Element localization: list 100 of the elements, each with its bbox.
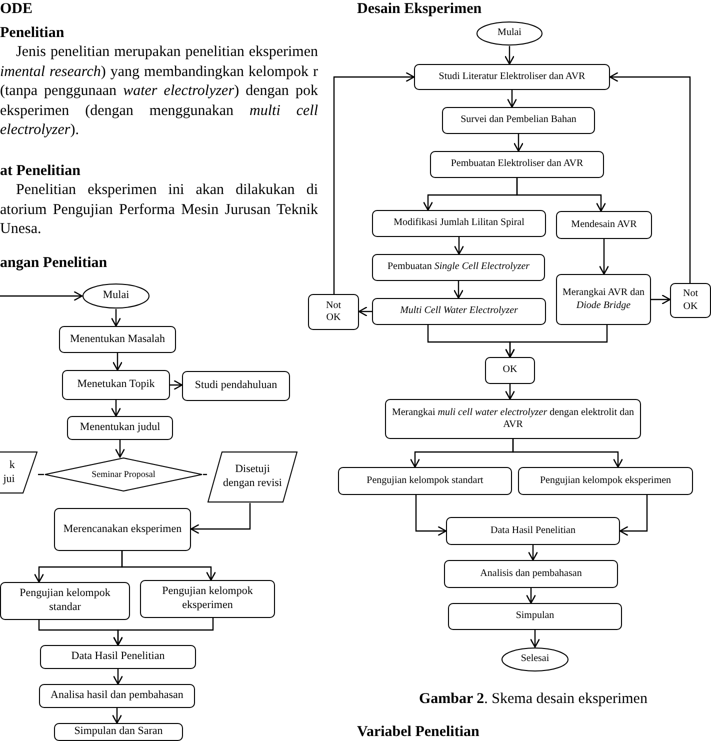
process-box bbox=[67, 416, 173, 440]
process-box bbox=[54, 508, 191, 551]
process-box bbox=[670, 283, 711, 318]
connector-arrow bbox=[651, 294, 671, 305]
node-label: Not OK bbox=[325, 300, 342, 324]
connector-arrow bbox=[530, 630, 540, 648]
node-label: Menentukan Masalah bbox=[69, 332, 166, 346]
connector-arrow bbox=[609, 72, 691, 283]
connector-arrow bbox=[112, 353, 123, 371]
process-box bbox=[448, 603, 622, 630]
connector-arrow bbox=[516, 178, 606, 212]
terminal-ellipse bbox=[82, 283, 150, 309]
node-label: Modifikasi Jumlah Lilitan Spiral bbox=[392, 217, 526, 230]
node-label: Merencanakan eksperimen bbox=[62, 522, 183, 536]
decision-diamond bbox=[44, 457, 203, 492]
connector-arrow bbox=[598, 239, 610, 275]
node-label: Not OK bbox=[682, 288, 699, 313]
connector-arrow bbox=[358, 306, 372, 317]
node-label: Menetukan Topik bbox=[76, 378, 156, 392]
process-box bbox=[556, 211, 652, 239]
node-label: Seminar Proposal bbox=[90, 468, 156, 480]
connector-arrow bbox=[453, 281, 464, 299]
connector-arrow bbox=[512, 439, 624, 468]
section-heading: Penelitian bbox=[0, 24, 66, 43]
node-label: Data Hasil Penelitian bbox=[70, 650, 166, 664]
node-label: Studi Literatur Elektroliser dan AVR bbox=[438, 70, 586, 84]
connector-arrow bbox=[333, 72, 415, 294]
process-box bbox=[372, 210, 546, 237]
node-label: Simpulan bbox=[514, 610, 556, 623]
process-box bbox=[430, 151, 604, 178]
node-label: Multi Cell Water Electrolyzer bbox=[399, 305, 519, 318]
process-box bbox=[59, 326, 176, 353]
process-box bbox=[39, 684, 195, 708]
process-box bbox=[385, 399, 641, 439]
process-box bbox=[372, 254, 545, 281]
node-label: Menentukan judul bbox=[78, 421, 162, 435]
node-label: OK bbox=[502, 364, 518, 377]
node-label: Analisis dan pembahasan bbox=[479, 568, 583, 580]
section-heading: ODE bbox=[0, 0, 34, 19]
process-box bbox=[444, 560, 618, 588]
process-box bbox=[338, 467, 512, 495]
section-heading: Variabel Penelitian bbox=[357, 723, 480, 741]
process-box bbox=[62, 370, 170, 400]
process-box bbox=[446, 517, 620, 545]
connector-arrow bbox=[112, 669, 124, 685]
connector-arrow bbox=[121, 551, 216, 581]
node-label: k jui bbox=[2, 458, 16, 486]
connector-arrow bbox=[114, 440, 126, 458]
connector-arrow bbox=[454, 237, 464, 255]
terminal-ellipse bbox=[501, 647, 569, 672]
node-label: Disetuji dengan revisi bbox=[222, 463, 283, 491]
node-label: Analisa hasil dan pembahasan bbox=[50, 689, 184, 703]
node-label: Data Hasil Penelitian bbox=[490, 524, 576, 538]
node-label: Mulai bbox=[496, 27, 522, 40]
data-parallelogram bbox=[207, 451, 298, 503]
process-box bbox=[556, 274, 651, 325]
terminal-ellipse bbox=[476, 21, 543, 46]
connector-arrow bbox=[110, 309, 122, 327]
node-label: Merangkai muli cell water electrolyzer dengan elektrolit dan AVR bbox=[390, 406, 636, 432]
connector-arrow bbox=[415, 495, 447, 536]
node-label: Pengujian kelompok standar bbox=[18, 587, 112, 615]
connector-arrow bbox=[0, 290, 83, 302]
node-label: Pengujian kelompok eksperimen bbox=[161, 585, 254, 613]
connector-arrow bbox=[504, 325, 608, 358]
node-label: Mendesain AVR bbox=[570, 218, 638, 232]
connector-arrow bbox=[112, 618, 214, 646]
connector-arrow bbox=[190, 503, 251, 534]
process-box bbox=[485, 357, 535, 384]
node-label: Studi pendahuluan bbox=[194, 379, 278, 393]
process-box bbox=[40, 645, 196, 669]
connector-arrow bbox=[506, 90, 518, 108]
connector-arrow bbox=[504, 46, 515, 65]
node-label: Mulai bbox=[102, 289, 130, 303]
connector-arrow bbox=[112, 708, 122, 724]
connector-arrow bbox=[619, 495, 648, 536]
node-label: Survei dan Pembelian Bahan bbox=[460, 114, 578, 127]
figure-caption: Gambar 2. Skema desain eksperimen bbox=[419, 690, 648, 709]
section-heading: Desain Eksperimen bbox=[357, 0, 483, 19]
node-label: Simpulan dan Saran bbox=[73, 725, 164, 739]
connector-arrow bbox=[504, 384, 516, 400]
section-heading: angan Penelitian bbox=[0, 254, 108, 273]
node-label: Pembuatan Single Cell Electrolyzer bbox=[386, 261, 531, 274]
node-label: Pengujian kelompok standart bbox=[366, 474, 484, 488]
process-box bbox=[518, 467, 693, 495]
process-box bbox=[140, 580, 275, 618]
section-heading: at Penelitian bbox=[0, 162, 82, 181]
process-box bbox=[308, 294, 359, 330]
connector-arrow bbox=[513, 134, 524, 152]
node-label: Selesai bbox=[520, 653, 550, 666]
process-box bbox=[372, 298, 546, 325]
data-parallelogram bbox=[0, 451, 38, 494]
connector-arrow bbox=[170, 380, 183, 390]
connector-arrow bbox=[110, 400, 122, 417]
node-label: Merangkai AVR dan Diode Bridge bbox=[561, 287, 646, 312]
process-box bbox=[54, 723, 183, 741]
connector-line bbox=[38, 474, 44, 476]
process-box bbox=[0, 582, 130, 620]
node-label: Pembuatan Elektroliser dan AVR bbox=[450, 158, 584, 171]
node-label: Pengujian kelompok eksperimen bbox=[538, 474, 672, 488]
process-box bbox=[414, 64, 610, 90]
